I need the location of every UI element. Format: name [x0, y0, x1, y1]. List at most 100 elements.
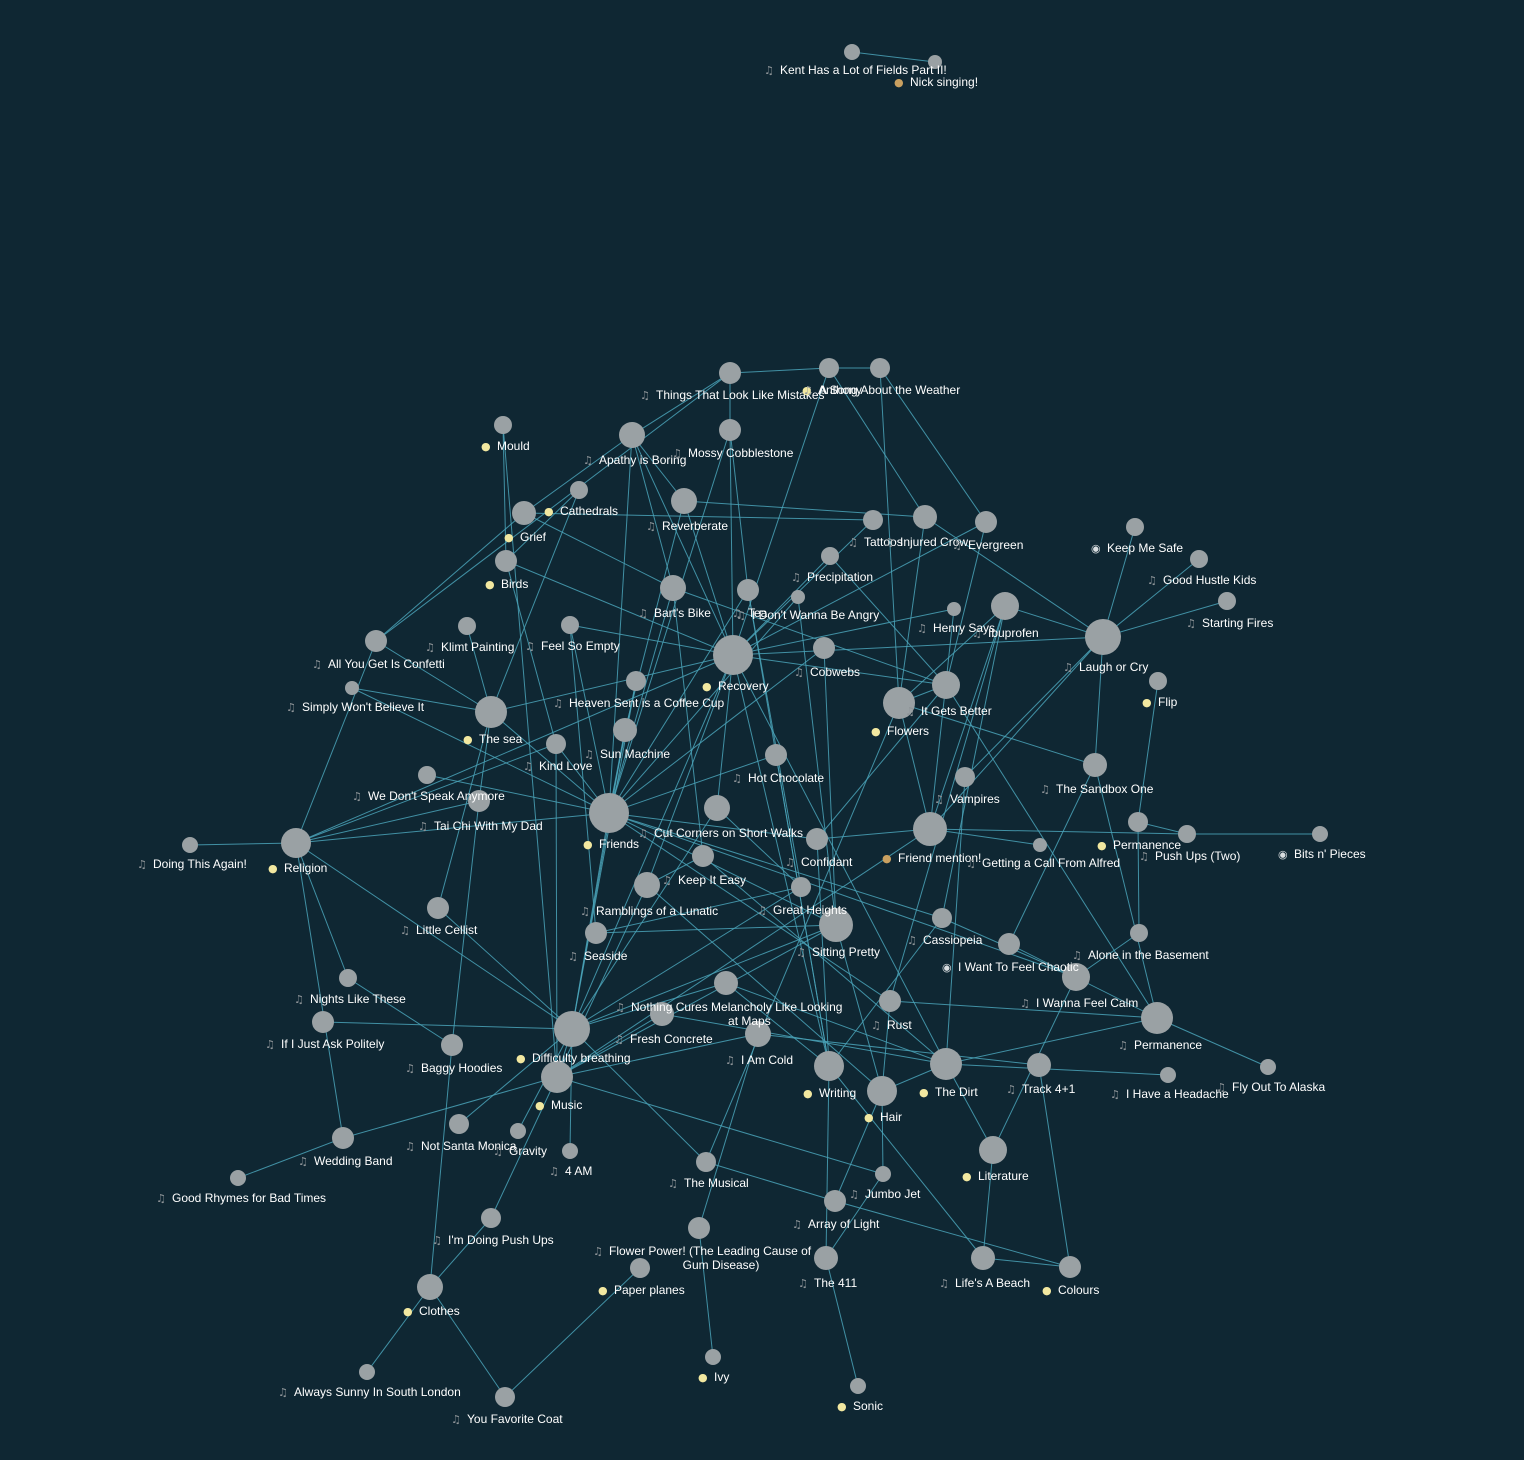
node-recovery[interactable]	[713, 635, 753, 675]
node-dontwanna[interactable]	[791, 590, 805, 604]
node-weddingband[interactable]	[332, 1127, 354, 1149]
node-confidant[interactable]	[806, 828, 828, 850]
node-headache[interactable]	[1160, 1067, 1176, 1083]
node-chaotic[interactable]	[998, 933, 1020, 955]
node-littlecellist[interactable]	[427, 897, 449, 919]
node-sandbox[interactable]	[1083, 753, 1107, 777]
node-apathy[interactable]	[619, 422, 645, 448]
node-gravity[interactable]	[510, 1123, 526, 1139]
node-musical[interactable]	[696, 1152, 716, 1172]
node-evergreen[interactable]	[975, 511, 997, 533]
node-grief[interactable]	[512, 501, 536, 525]
node-things[interactable]	[719, 362, 741, 384]
node-precipitation[interactable]	[821, 547, 839, 565]
node-thesea[interactable]	[475, 696, 507, 728]
node-alfred[interactable]	[1033, 838, 1047, 852]
node-ifiask[interactable]	[312, 1011, 334, 1033]
node-klimt[interactable]	[458, 617, 476, 635]
node-iamcold[interactable]	[745, 1021, 771, 1047]
node-feelcalm[interactable]	[1062, 963, 1090, 991]
node-melancholy[interactable]	[714, 971, 738, 995]
node-jumbojet[interactable]	[875, 1166, 891, 1182]
node-cutcorners[interactable]	[704, 795, 730, 821]
node-santamonica[interactable]	[449, 1114, 469, 1134]
node-sittingpretty[interactable]	[819, 908, 853, 942]
node-nick[interactable]	[928, 55, 942, 69]
node-flowerpower[interactable]	[688, 1217, 710, 1239]
node-itgetsbetter[interactable]	[932, 671, 960, 699]
node-anthony[interactable]	[819, 358, 839, 378]
node-favcoat[interactable]	[495, 1387, 515, 1407]
node-kent[interactable]	[844, 44, 860, 60]
node-wedontspeak[interactable]	[418, 766, 436, 784]
node-difficulty[interactable]	[554, 1011, 590, 1047]
node-keepiteasy[interactable]	[692, 845, 714, 867]
node-fouram[interactable]	[562, 1143, 578, 1159]
node-pushups[interactable]	[481, 1208, 501, 1228]
node-startingfires[interactable]	[1218, 592, 1236, 610]
node-bitsnpieces[interactable]	[1312, 826, 1328, 842]
node-confetti[interactable]	[365, 630, 387, 652]
node-feelsoempty[interactable]	[561, 616, 579, 634]
node-goodrhymes[interactable]	[230, 1170, 246, 1186]
node-flowers[interactable]	[883, 687, 915, 719]
node-paperplanes[interactable]	[630, 1258, 650, 1278]
node-permanence2[interactable]	[1141, 1002, 1173, 1034]
node-tattoos[interactable]	[863, 510, 883, 530]
node-henrysays[interactable]	[947, 602, 961, 616]
node-rust[interactable]	[879, 990, 901, 1012]
node-arrayoflight[interactable]	[824, 1190, 846, 1212]
node-simplywont[interactable]	[345, 681, 359, 695]
node-bartsbike[interactable]	[660, 575, 686, 601]
node-thedirt[interactable]	[930, 1048, 962, 1080]
node-literature[interactable]	[979, 1136, 1007, 1164]
node-seaside[interactable]	[585, 922, 607, 944]
node-writing[interactable]	[814, 1051, 844, 1081]
node-track41[interactable]	[1027, 1053, 1051, 1077]
node-nightslike[interactable]	[339, 969, 357, 987]
node-the411[interactable]	[814, 1246, 838, 1270]
node-kindlove[interactable]	[546, 734, 566, 754]
node-mossy[interactable]	[719, 419, 741, 441]
node-injuredcrow[interactable]	[913, 505, 937, 529]
node-baggy[interactable]	[441, 1034, 463, 1056]
node-doingthis[interactable]	[182, 837, 198, 853]
node-keepmesafe[interactable]	[1126, 518, 1144, 536]
node-taichi[interactable]	[468, 790, 490, 812]
node-alwayssunny[interactable]	[359, 1364, 375, 1380]
node-vampires[interactable]	[955, 767, 975, 787]
node-greatheights[interactable]	[791, 877, 811, 897]
node-cassiopeia[interactable]	[932, 908, 952, 928]
node-friendmention[interactable]	[913, 812, 947, 846]
node-alonebasement[interactable]	[1130, 924, 1148, 942]
node-mould[interactable]	[494, 416, 512, 434]
node-weather[interactable]	[870, 358, 890, 378]
node-permanence1[interactable]	[1128, 812, 1148, 832]
node-laughorcry[interactable]	[1085, 619, 1121, 655]
node-flip[interactable]	[1149, 672, 1167, 690]
node-flyout[interactable]	[1260, 1059, 1276, 1075]
node-friends[interactable]	[589, 793, 629, 833]
node-colours[interactable]	[1059, 1256, 1081, 1278]
node-birds[interactable]	[495, 550, 517, 572]
node-clothes[interactable]	[417, 1274, 443, 1300]
node-cobwebs[interactable]	[813, 637, 835, 659]
node-freshconcrete[interactable]	[650, 1002, 674, 1026]
node-music[interactable]	[541, 1061, 573, 1093]
node-reverberate[interactable]	[671, 488, 697, 514]
node-ibuprofen[interactable]	[991, 592, 1019, 620]
node-religion[interactable]	[281, 828, 311, 858]
node-ivy[interactable]	[705, 1349, 721, 1365]
node-ramblings[interactable]	[634, 872, 660, 898]
node-pushupstwo[interactable]	[1178, 825, 1196, 843]
node-tea[interactable]	[737, 579, 759, 601]
node-goodhustle[interactable]	[1190, 550, 1208, 568]
node-heavensent[interactable]	[626, 671, 646, 691]
node-lifesabeach[interactable]	[971, 1246, 995, 1270]
node-sunmachine[interactable]	[613, 718, 637, 742]
node-sonic[interactable]	[850, 1378, 866, 1394]
node-hair[interactable]	[867, 1076, 897, 1106]
node-hotchocolate[interactable]	[765, 744, 787, 766]
node-cathedrals[interactable]	[570, 481, 588, 499]
